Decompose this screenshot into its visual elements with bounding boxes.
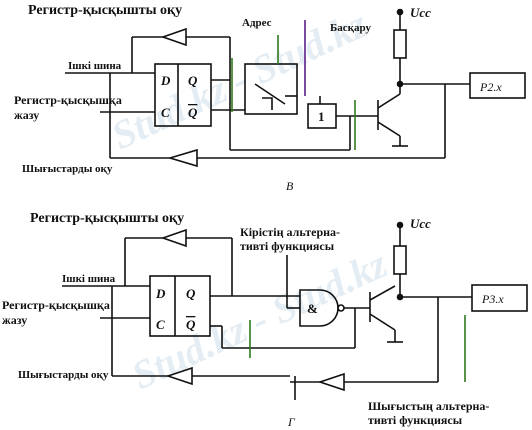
- bottom-ff-qbar: Q: [186, 317, 196, 332]
- top-ff-c: C: [161, 105, 170, 120]
- diagram-bottom: [62, 221, 528, 400]
- top-not-gate-label: 1: [318, 109, 325, 124]
- port-box-top: [469, 72, 526, 99]
- bottom-alt-in-1: Кірістің альтерна-: [240, 225, 340, 239]
- resistor-bottom: [393, 245, 407, 275]
- bottom-read-outputs: Шығыстарды оқу: [18, 369, 109, 381]
- top-write-latch-1: Регистр-қысқышқа: [14, 93, 122, 107]
- top-title: Регистр-қысқышты оқу: [28, 3, 182, 18]
- bottom-alt-out-2: тивті функциясы: [368, 413, 463, 427]
- top-address: Адрес: [242, 17, 272, 29]
- bottom-internal-bus: Ішкі шина: [62, 273, 116, 285]
- bottom-caption: Г: [287, 415, 296, 429]
- bottom-write-latch-1: Регистр-қысқышқа: [2, 298, 110, 312]
- top-ucc: Ucc: [410, 5, 431, 20]
- read-latch-buffer-bottom: [160, 228, 187, 248]
- flipflop-bottom: [149, 275, 211, 337]
- top-internal-bus: Ішкі шина: [68, 60, 122, 72]
- bottom-and-gate-label: &: [307, 301, 318, 316]
- flipflop-top: [154, 63, 212, 127]
- top-control: Басқару: [330, 22, 371, 34]
- bottom-alt-out-1: Шығыстың альтерна-: [368, 399, 489, 413]
- bottom-port: P3.x: [481, 292, 504, 306]
- read-outputs-buffer-top: [167, 148, 198, 168]
- resistor-top: [393, 29, 407, 59]
- bottom-ff-c: C: [156, 317, 165, 332]
- top-ff-qbar: Q: [188, 105, 198, 120]
- top-caption: В: [286, 179, 294, 193]
- top-ff-q: Q: [188, 73, 198, 88]
- diagram-top: [65, 8, 526, 168]
- top-ff-d: D: [160, 73, 171, 88]
- top-write-latch-2: жазу: [14, 108, 39, 122]
- read-latch-buffer-top: [160, 27, 187, 47]
- bottom-alt-in-2: тивті функциясы: [240, 239, 335, 253]
- bottom-write-latch-2: жазу: [2, 313, 27, 327]
- bottom-ff-q: Q: [186, 286, 196, 301]
- top-port: P2.x: [479, 80, 502, 94]
- port-box-bottom: [471, 284, 528, 312]
- bottom-ff-d: D: [155, 286, 166, 301]
- bottom-ucc: Ucc: [410, 216, 431, 231]
- bottom-title: Регистр-қысқышты оқу: [30, 211, 184, 226]
- top-read-outputs: Шығыстарды оқу: [22, 163, 113, 175]
- svg-text:Stud.kz - Stud.kz: Stud.kz - Stud.kz: [125, 241, 394, 398]
- alt-out-buffer-bottom: [317, 372, 345, 392]
- mux-top: [244, 63, 298, 115]
